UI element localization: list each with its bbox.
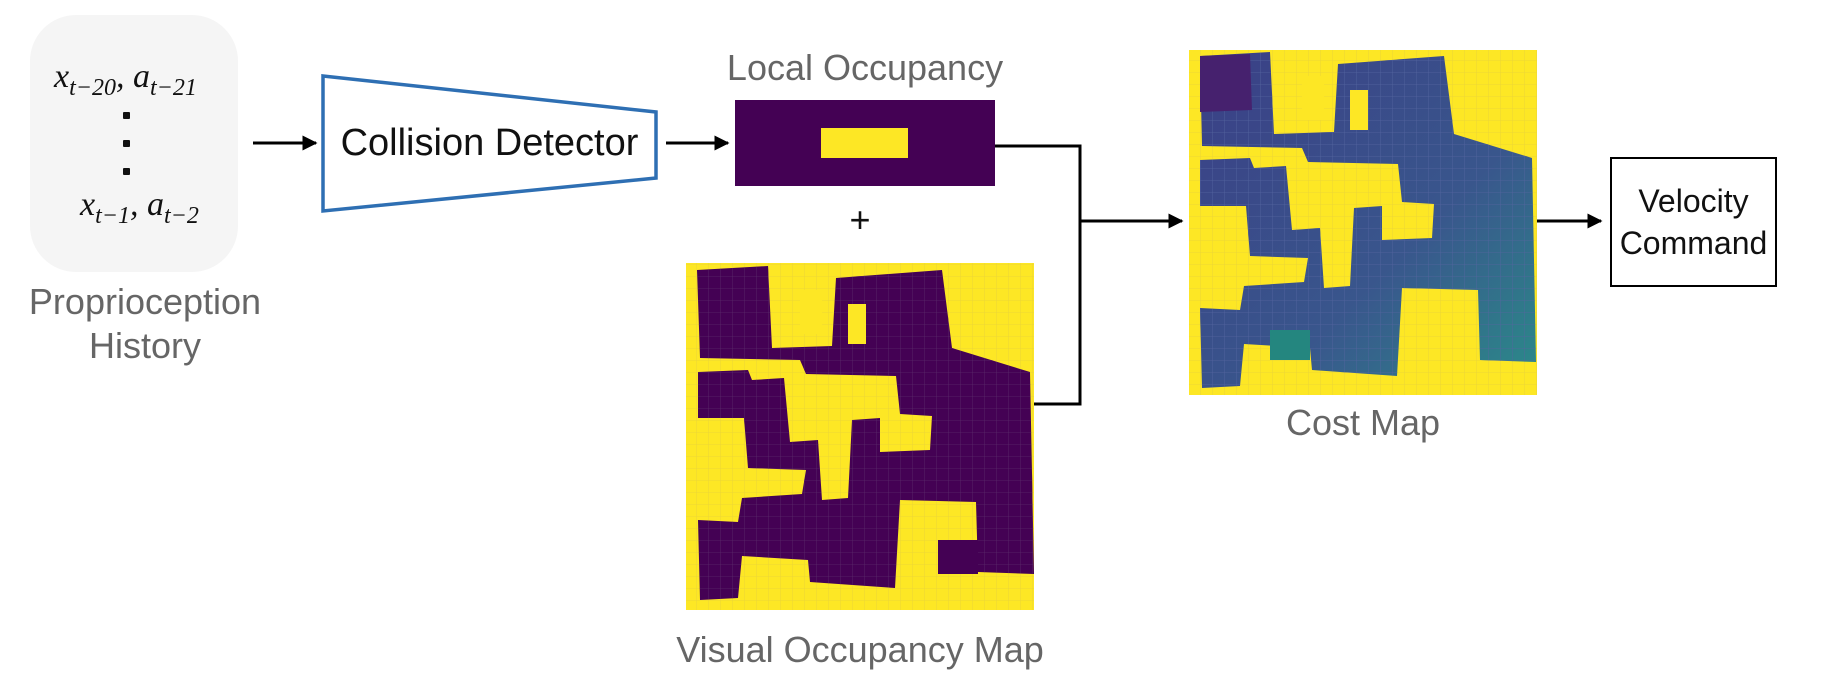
velocity-command-line2: Command	[1619, 225, 1768, 261]
history-bottom-a-subscript: t−2	[163, 203, 199, 229]
history-bottom-x-subscript: t−1	[95, 203, 130, 229]
local-occupancy-label: Local Occupancy	[726, 47, 1004, 88]
local-occupancy-robot	[821, 128, 908, 158]
cost-map	[1189, 50, 1537, 395]
connector-merge-line	[995, 144, 1082, 406]
proprioception-history-label: Proprioception History	[0, 280, 290, 368]
history-top-x: x	[54, 58, 70, 95]
history-label-line1: Proprioception	[28, 281, 262, 322]
history-bottom-a: a	[146, 186, 164, 223]
plus-sign: +	[849, 199, 871, 240]
history-bottom-term: xt−1, at−2	[80, 186, 199, 230]
ellipsis-dot	[123, 112, 130, 119]
history-top-a-subscript: t−21	[149, 75, 197, 101]
velocity-command-line1: Velocity	[1638, 183, 1749, 219]
visual-occupancy-map-label: Visual Occupancy Map	[676, 629, 1044, 670]
history-label-line2: History	[88, 325, 201, 366]
ellipsis-dot	[123, 140, 130, 147]
velocity-command-box: Velocity Command	[1610, 157, 1777, 287]
collision-detector-block	[321, 74, 658, 213]
history-bottom-x: x	[80, 186, 96, 223]
history-top-a: a	[132, 58, 150, 95]
history-top-term: xt−20, at−21	[54, 58, 197, 102]
history-top-x-subscript: t−20	[69, 75, 116, 101]
history-bottom-comma: ,	[129, 186, 147, 223]
collision-detector-label: Collision Detector	[340, 122, 639, 164]
history-top-comma: ,	[115, 58, 133, 95]
cost-map-label: Cost Map	[1285, 402, 1441, 443]
visual-occupancy-map	[686, 263, 1034, 610]
proprioception-history-box	[30, 15, 238, 272]
ellipsis-dot	[123, 168, 130, 175]
